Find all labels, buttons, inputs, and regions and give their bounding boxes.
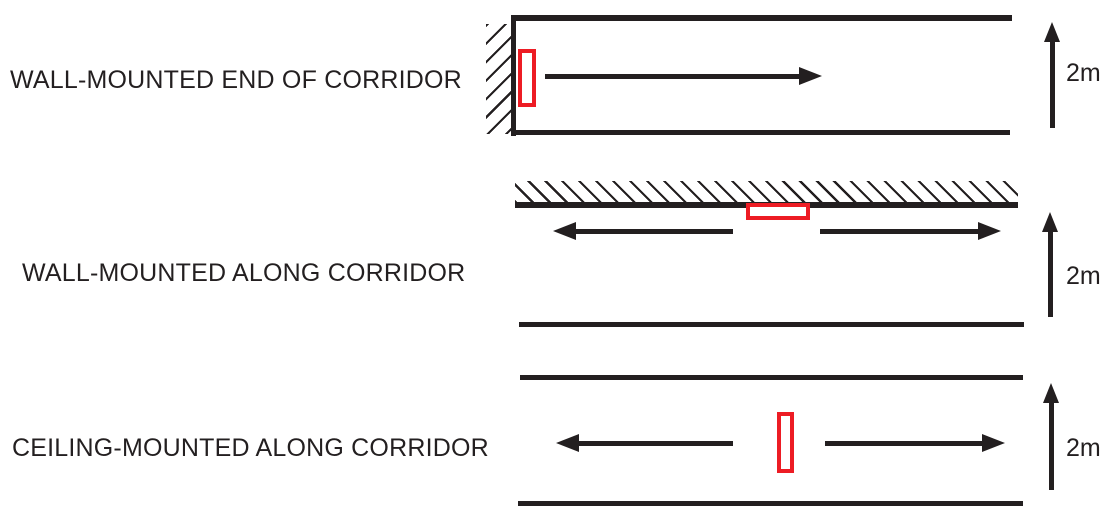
coverage2-arrow-left-shaft [574,229,733,234]
row-label-ceiling-along-corridor: CEILING-MOUNTED ALONG CORRIDOR [12,434,489,462]
coverage-arrow-right-head [799,67,822,85]
corridor1-top-wall-line [511,15,1012,21]
coverage3-arrow-right-head [982,434,1005,452]
coverage3-arrow-left-shaft [577,441,733,446]
end-wall-hatching [486,24,511,134]
corridor3-bottom-wall-line [518,501,1023,506]
coverage2-arrow-right-shaft [820,229,980,234]
top-wall-hatching [515,181,1018,203]
dimension-arrow3-head [1043,383,1059,403]
dimension-label-row2: 2m [1066,262,1101,290]
dimension-arrow2-head [1042,212,1058,232]
dimension-label-row3: 2m [1066,434,1101,462]
corridor2-bottom-wall-line [519,322,1024,327]
coverage-arrow-right-shaft [545,74,801,79]
sensor-ceiling-mounted [777,412,794,473]
dimension-arrow1-shaft [1050,40,1055,128]
coverage3-arrow-right-shaft [825,441,984,446]
dimension-arrow3-shaft [1049,401,1054,490]
row-label-wall-along-corridor: WALL-MOUNTED ALONG CORRIDOR [22,259,466,287]
dimension-label-row1: 2m [1066,59,1101,87]
corridor3-top-wall-line [520,375,1023,380]
coverage2-arrow-right-head [978,222,1001,240]
sensor-wall-end-mounted [518,49,536,107]
corridor1-bottom-wall-line [511,130,1010,135]
row-label-end-of-corridor: WALL-MOUNTED END OF CORRIDOR [10,66,462,94]
end-wall-line [511,15,516,136]
sensor-wall-along-mounted [746,203,810,220]
dimension-arrow2-shaft [1048,230,1053,317]
coverage2-arrow-left-head [553,222,576,240]
dimension-arrow1-head [1044,22,1060,42]
coverage3-arrow-left-head [556,434,579,452]
